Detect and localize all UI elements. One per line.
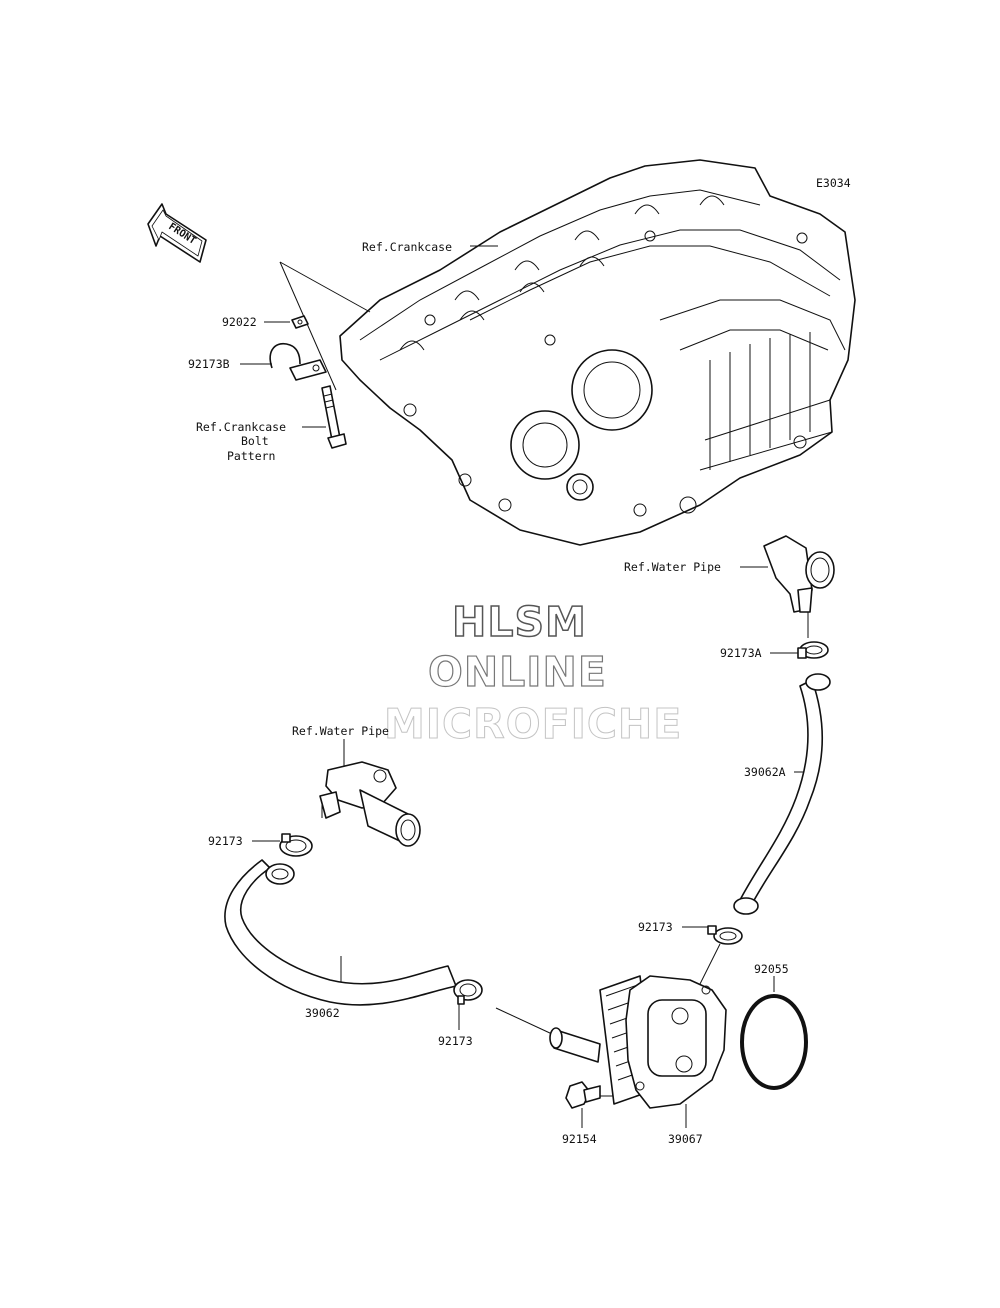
label-92022: 92022 bbox=[222, 315, 257, 329]
hose-39062 bbox=[224, 859, 457, 1006]
o-ring-92055 bbox=[740, 994, 808, 1090]
water-pipe-fitting-left bbox=[319, 761, 421, 847]
clamp-92173-mid bbox=[453, 979, 483, 1005]
watermark-line-3: MICROFICHE bbox=[383, 700, 683, 749]
label-92173-right: 92173 bbox=[638, 920, 673, 934]
hose-39062A bbox=[733, 673, 831, 915]
label-92173B: 92173B bbox=[188, 357, 230, 371]
watermark-line-2: ONLINE bbox=[427, 647, 607, 696]
label-ref-crankcase-bolt-line1: Ref.Crankcase bbox=[196, 420, 287, 434]
diagram-code: E3034 bbox=[816, 176, 851, 190]
clamp-92173-right bbox=[707, 925, 743, 945]
label-92173-mid: 92173 bbox=[438, 1034, 473, 1048]
watermark-line-1: HLSM bbox=[451, 597, 587, 647]
label-ref-crankcase: Ref.Crankcase bbox=[362, 240, 453, 254]
clamp-92173A bbox=[797, 641, 829, 659]
crankcase bbox=[339, 159, 856, 546]
label-ref-crankcase-bolt-line3: Pattern bbox=[227, 449, 276, 463]
water-pipe-fitting-right bbox=[763, 535, 835, 613]
label-ref-crankcase-bolt-line2: Bolt bbox=[241, 434, 269, 448]
label-92154: 92154 bbox=[562, 1132, 597, 1146]
label-92055: 92055 bbox=[754, 962, 789, 976]
label-92173-upper-left: 92173 bbox=[208, 834, 243, 848]
label-39067: 39067 bbox=[668, 1132, 703, 1146]
washer-92022 bbox=[291, 315, 309, 329]
clamp-92173-upper-left bbox=[279, 833, 313, 857]
bolt-92154 bbox=[565, 1081, 601, 1109]
label-ref-water-pipe-left: Ref.Water Pipe bbox=[292, 724, 389, 738]
crankcase-bolt bbox=[321, 385, 347, 449]
oil-cooler-39067 bbox=[549, 975, 727, 1109]
clamp-92173B bbox=[269, 343, 327, 381]
label-92173A: 92173A bbox=[720, 646, 762, 660]
label-ref-water-pipe-right: Ref.Water Pipe bbox=[624, 560, 721, 574]
front-arrow-icon: FRONT bbox=[147, 203, 207, 263]
label-39062A: 39062A bbox=[744, 765, 786, 779]
label-39062: 39062 bbox=[305, 1006, 340, 1020]
